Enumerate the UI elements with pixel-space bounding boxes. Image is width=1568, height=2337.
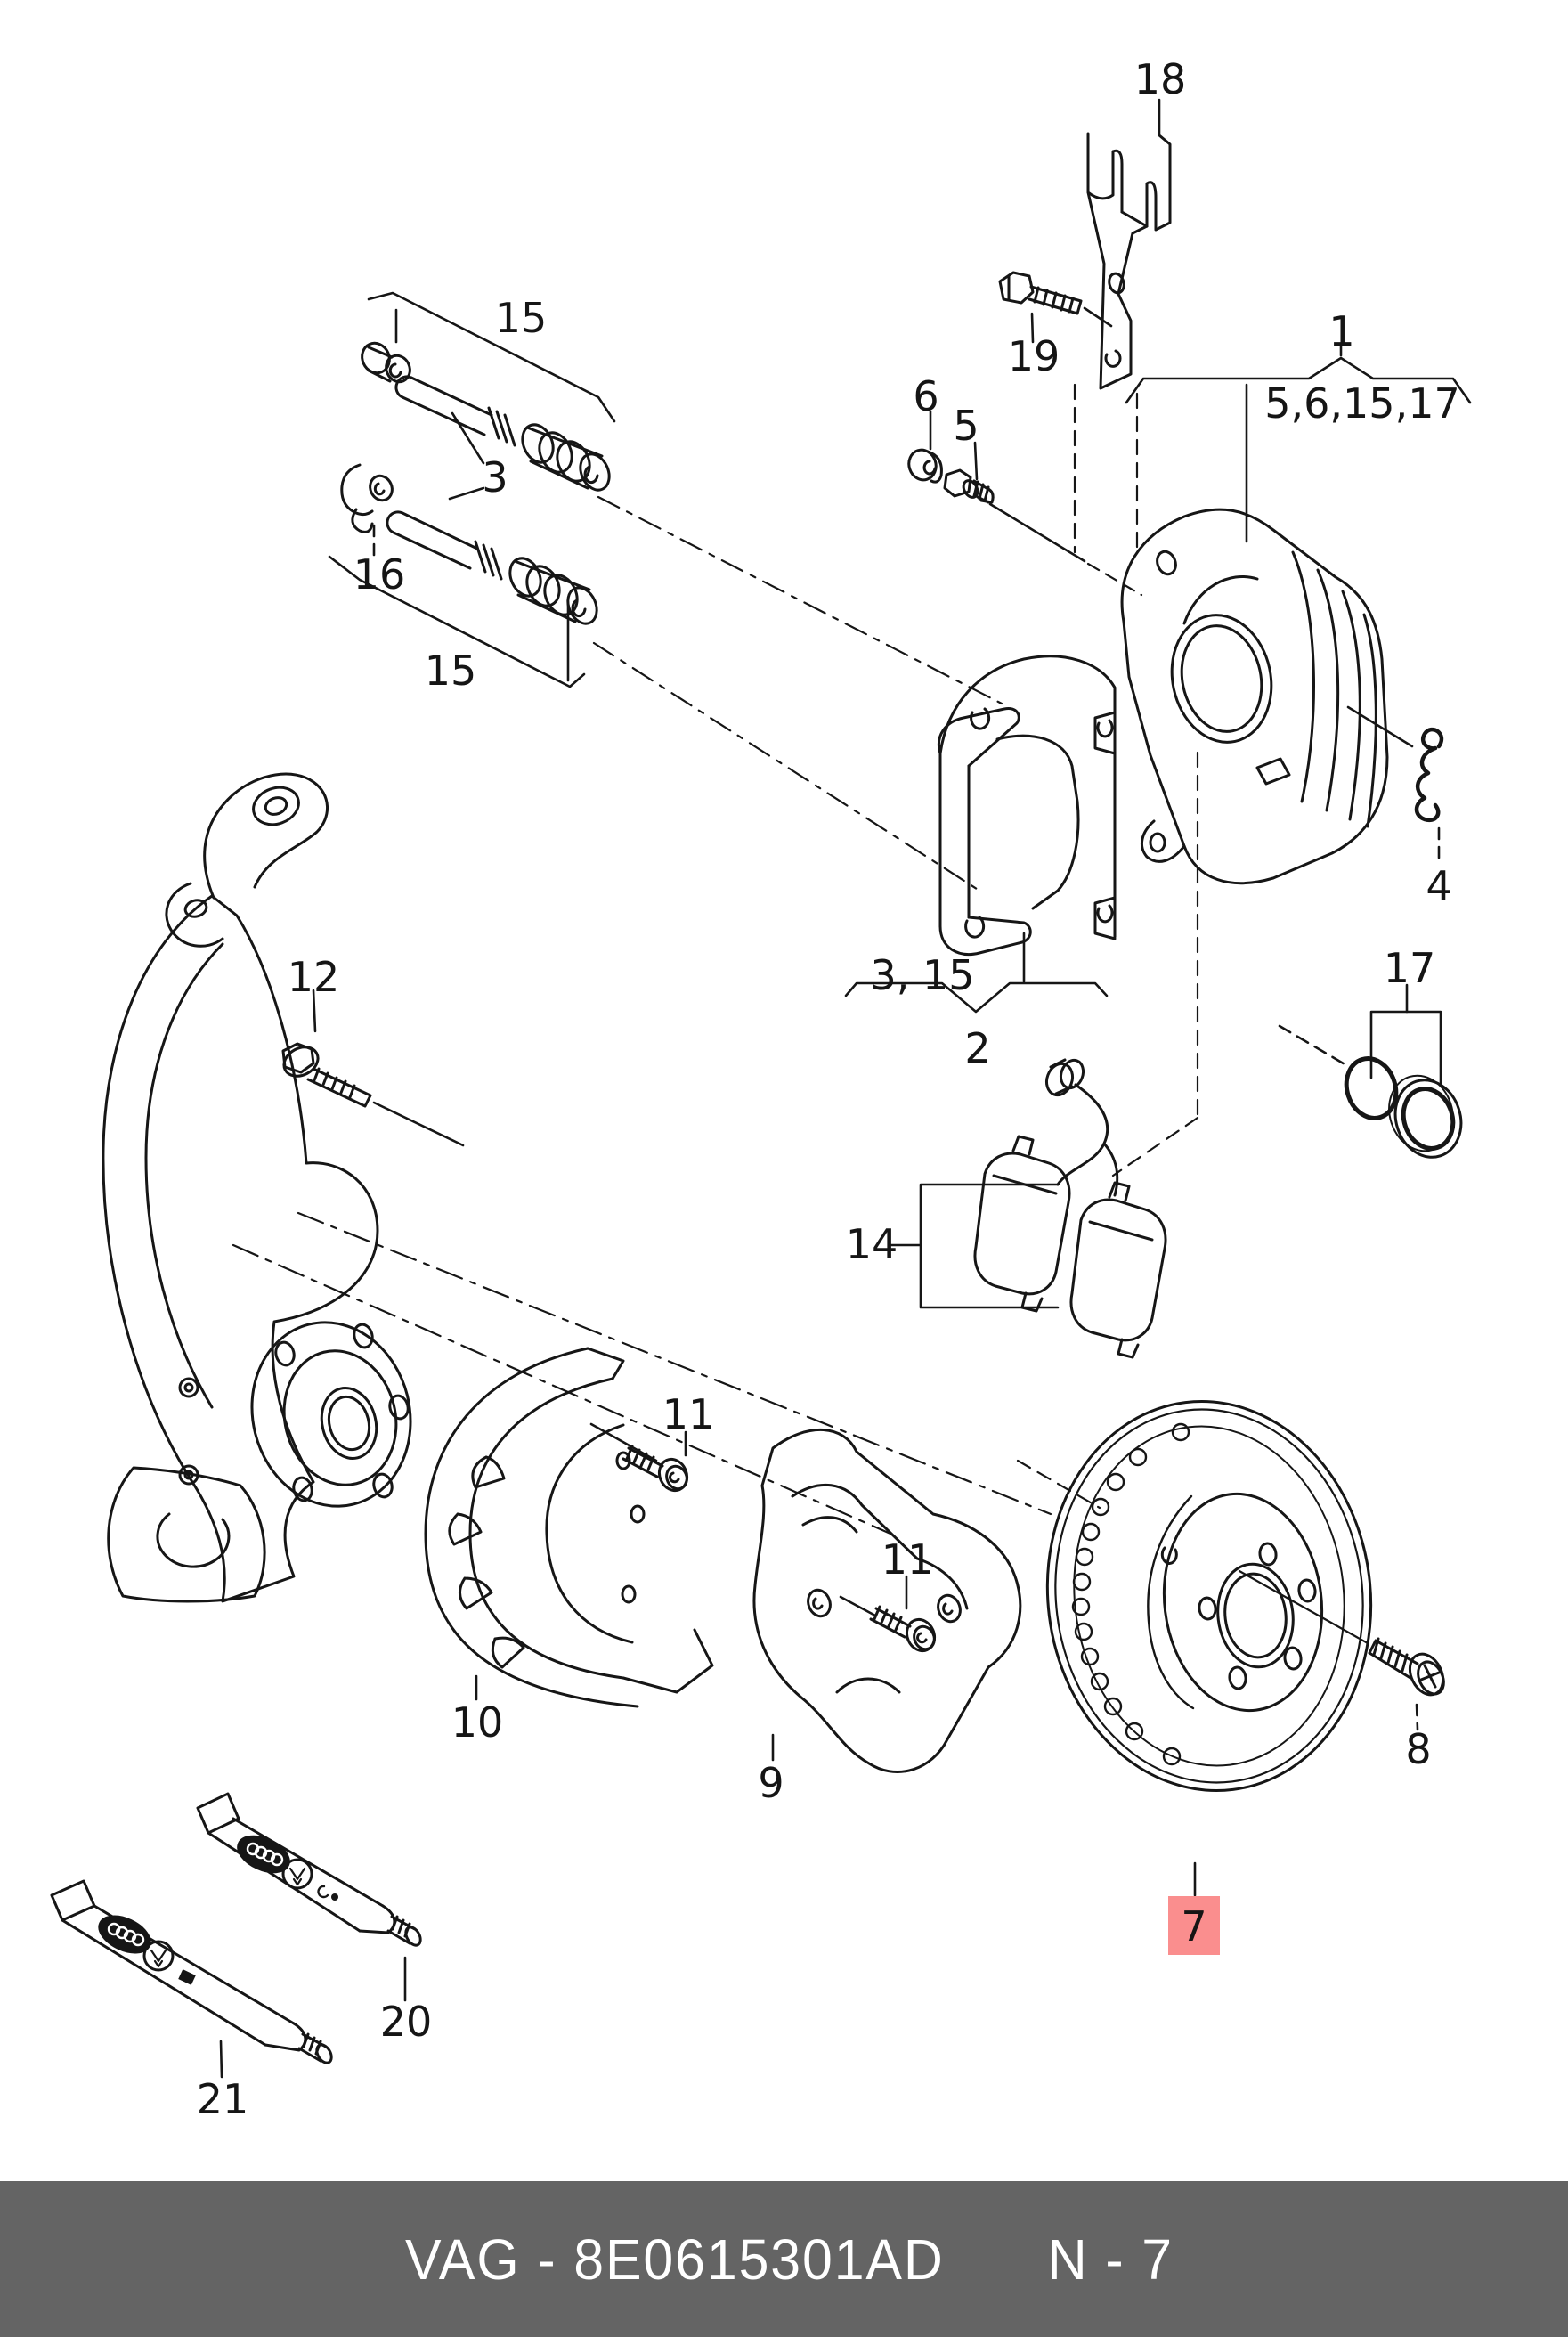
splash-shield-10-drawing — [424, 1347, 714, 1708]
part-label-4: 4 — [1426, 862, 1451, 910]
bleeder-valve-drawing — [943, 468, 995, 504]
grease-tube-21-drawing — [50, 1879, 333, 2064]
shield-screw-b-drawing — [869, 1605, 937, 1653]
part-label-10: 10 — [451, 1698, 504, 1747]
audi-rings-logo — [237, 1835, 290, 1874]
part-label-7: 7 — [1181, 1902, 1206, 1950]
disc-vent-scallops — [1071, 1422, 1190, 1766]
bolt-19-drawing — [998, 271, 1083, 315]
part-label-15: 15 — [425, 647, 477, 695]
part-label-17: 17 — [1384, 944, 1436, 992]
guide-pin-bottom-drawing — [340, 463, 598, 625]
construction-lines — [232, 383, 1369, 1645]
part-label-20: 20 — [380, 1998, 433, 2046]
grease-tube-20-drawing — [196, 1792, 422, 1947]
part-label-3-15: 3, 15 — [870, 951, 974, 999]
bolt-12-drawing — [281, 1042, 372, 1108]
brake-pads-drawing — [973, 1058, 1167, 1359]
cap-6-drawing — [907, 448, 943, 484]
retaining-spring-drawing — [1414, 727, 1444, 823]
part-label-18: 18 — [1134, 55, 1187, 103]
oring-seal-drawing — [1344, 1056, 1463, 1159]
vw-logo — [142, 1940, 175, 1972]
part-label-5: 5 — [953, 402, 979, 450]
brake-disc-drawing — [1045, 1400, 1373, 1792]
disc-screw-drawing — [1368, 1637, 1445, 1697]
part-label-5-6-15-17: 5,6,15,17 — [1264, 379, 1459, 428]
highlight-box — [1168, 1896, 1220, 1955]
part-label-6: 6 — [913, 372, 938, 420]
part-label-14: 14 — [846, 1220, 898, 1268]
part-label-11: 11 — [881, 1535, 934, 1584]
page-reference: N - 7 — [1047, 2227, 1174, 2292]
brake-caliper-drawing — [1120, 508, 1389, 885]
part-label-21: 21 — [197, 2075, 249, 2123]
caliper-carrier-drawing — [938, 655, 1117, 956]
part-label-16: 16 — [353, 550, 406, 598]
vw-logo — [281, 1858, 313, 1890]
steering-knuckle-drawing — [102, 772, 412, 1603]
shield-screw-a-drawing — [622, 1445, 689, 1493]
guide-pin-top-drawing — [361, 341, 611, 492]
catalog-footer-bar: VAG - 8E0615301AD N - 7 — [0, 2181, 1568, 2337]
part-label-12: 12 — [288, 953, 340, 1001]
splash-shield-9-drawing — [752, 1429, 1022, 1774]
catalog-code: VAG - 8E0615301AD — [405, 2227, 946, 2292]
hose-bracket-drawing — [1086, 132, 1172, 390]
part-label-15: 15 — [495, 294, 548, 342]
part-number-callouts: 18 19 65 1 5,6,15,17 15 3 16 15 12 3, 15 2 14 4 17 11 11… — [197, 55, 1460, 2123]
part-label-19: 19 — [1008, 332, 1060, 380]
leader-lines — [219, 98, 1472, 2079]
part-label-3: 3 — [482, 453, 508, 501]
part-label-1: 1 — [1328, 307, 1354, 355]
part-label-8: 8 — [1405, 1725, 1431, 1773]
part-label-9: 9 — [758, 1759, 784, 1807]
part-label-11: 11 — [662, 1390, 715, 1438]
part-label-2: 2 — [964, 1024, 990, 1072]
